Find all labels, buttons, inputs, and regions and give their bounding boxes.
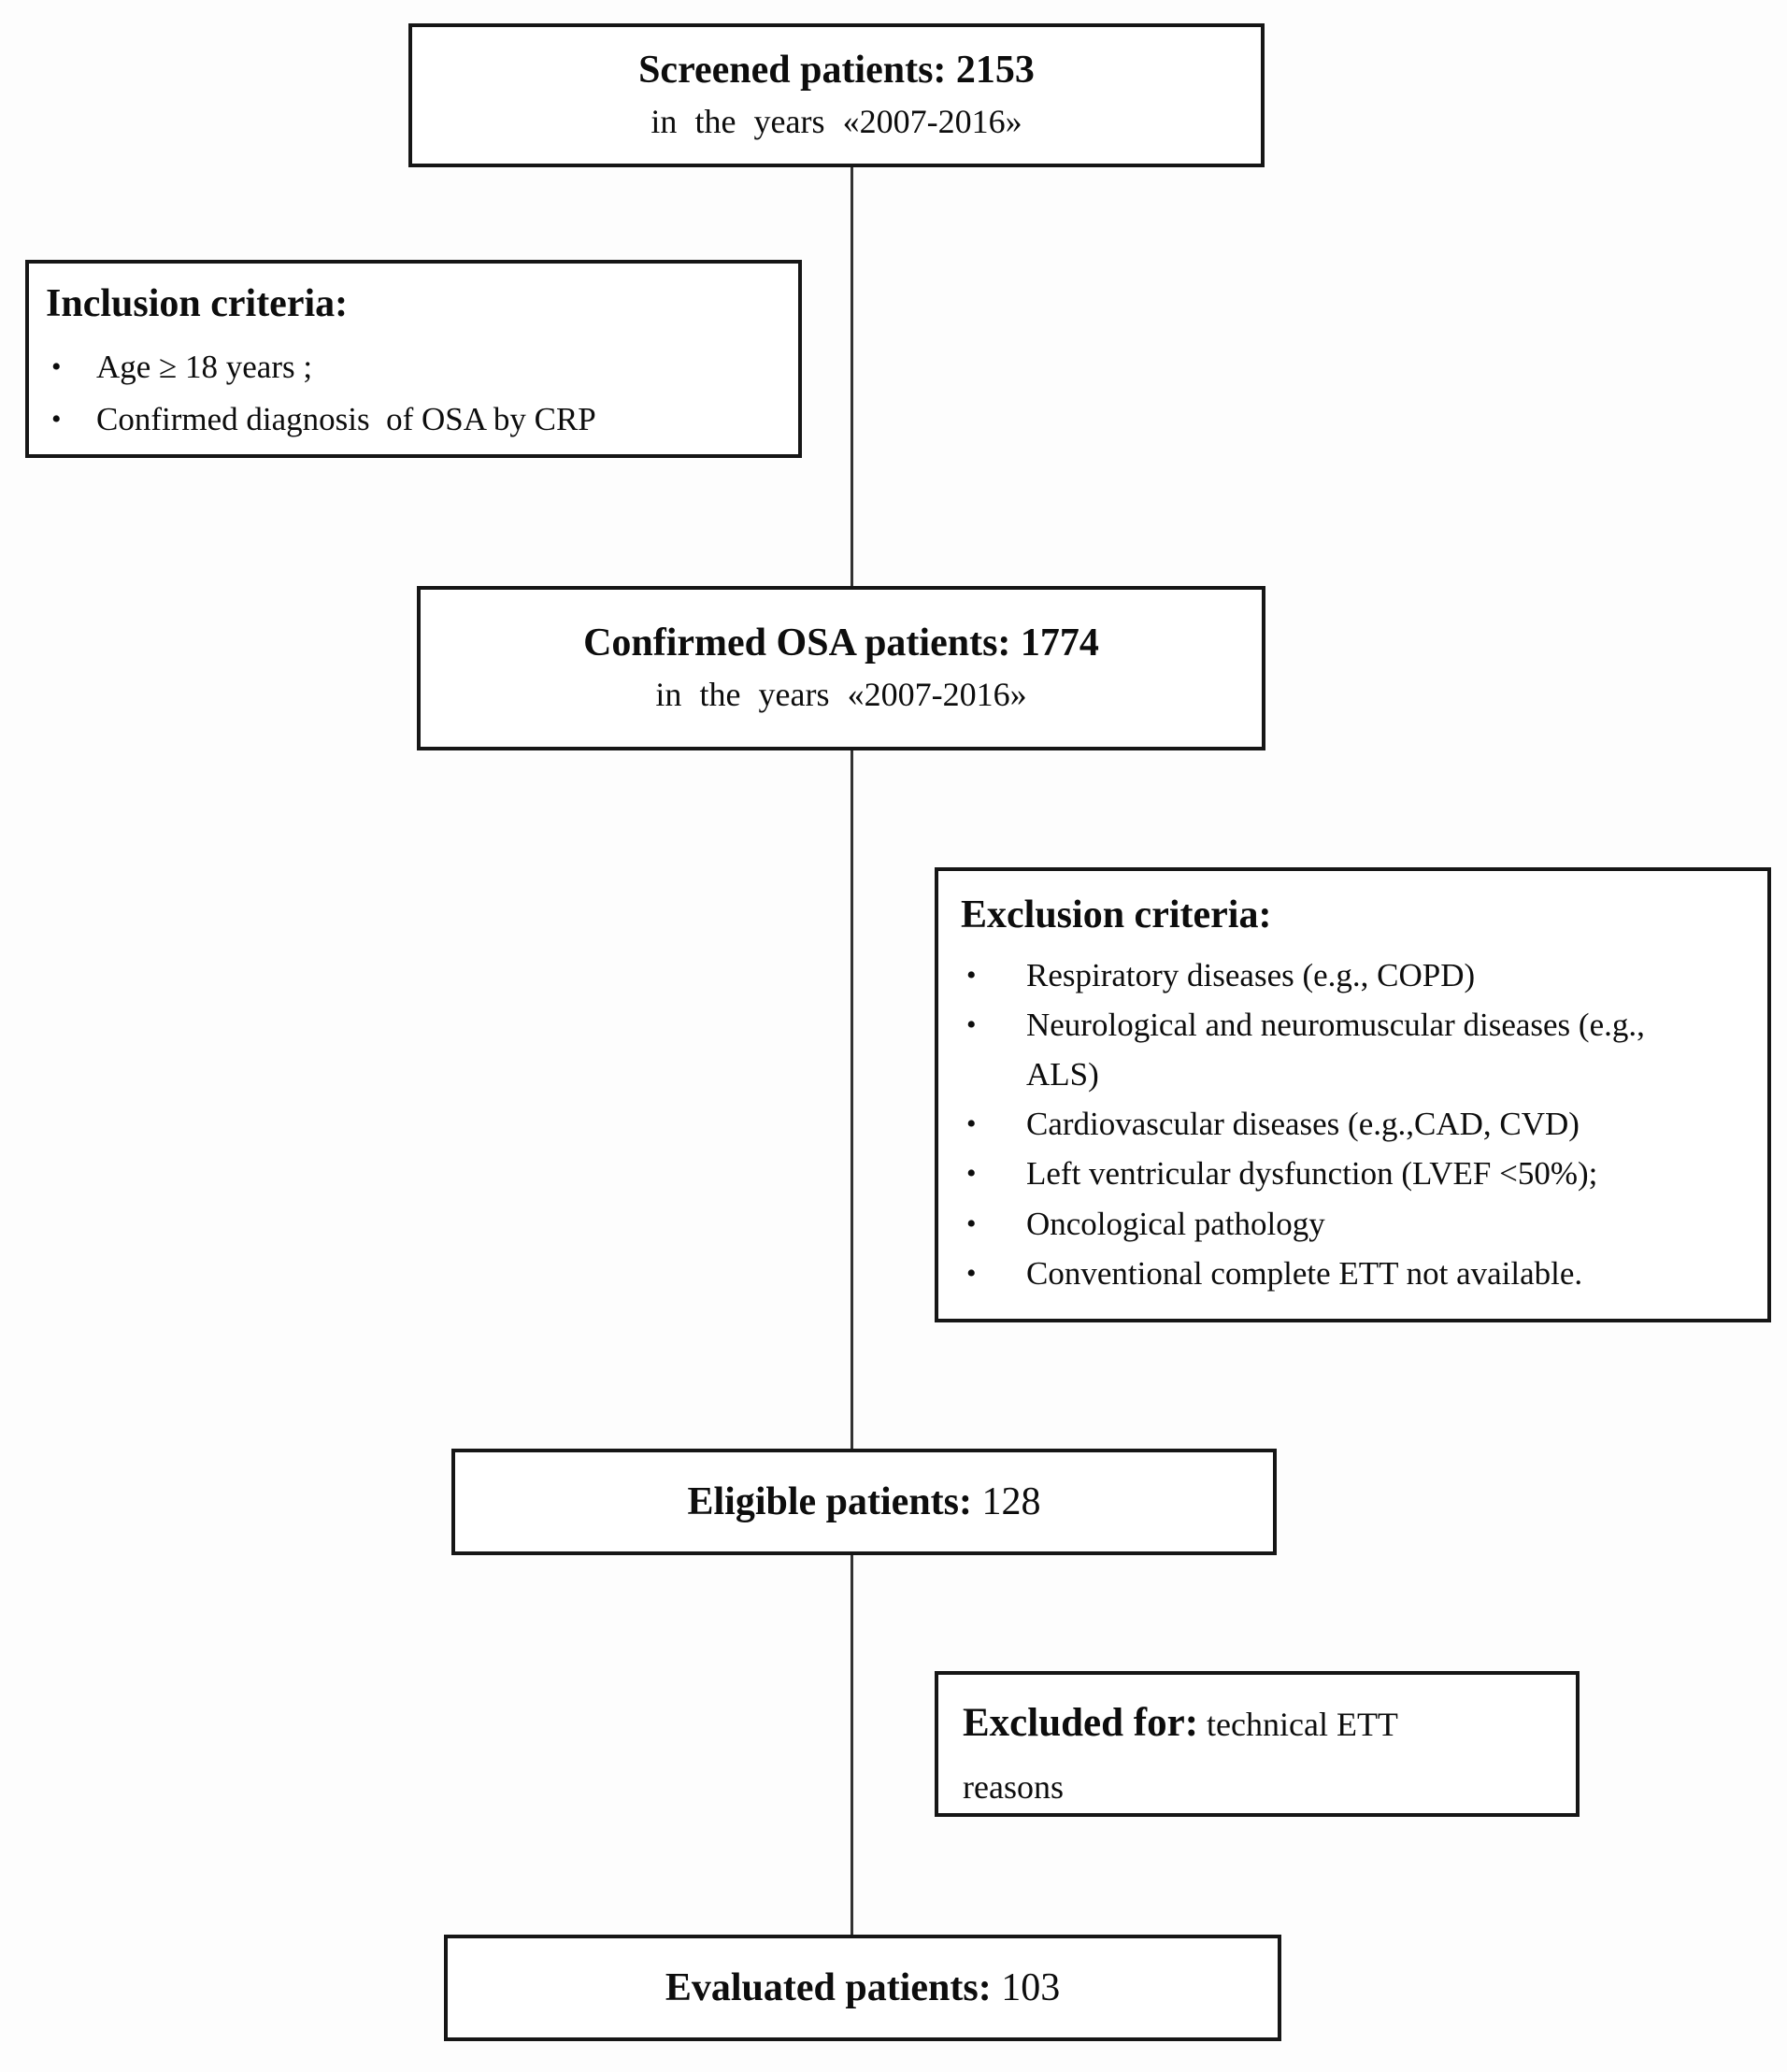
list-item-text: Age ≥ 18 years ; (96, 348, 313, 385)
list-item: • Conventional complete ETT not availabl… (961, 1249, 1743, 1298)
bullet-icon: • (966, 1108, 977, 1140)
evaluated-patients-box: Evaluated patients: 103 (444, 1935, 1281, 2041)
box-label: Evaluated patients (665, 1965, 979, 2009)
excluded-for-box: Excluded for: technical ETT reasons (935, 1671, 1580, 1817)
box-count: 103 (1001, 1965, 1061, 2009)
bullet-icon: • (966, 1207, 977, 1239)
list-item-text: Neurological and neuromuscular diseases … (1026, 1006, 1651, 1093)
box-separator: : (959, 1479, 982, 1523)
box-separator: : (978, 1965, 1002, 2009)
box-reason: technical ETT reasons (963, 1706, 1398, 1807)
confirmed-osa-patients-box: Confirmed OSA patients: 1774 in the year… (417, 586, 1265, 750)
list-item-text: Confirmed diagnosis of OSA by CRP (96, 400, 596, 437)
inclusion-criteria-box: Inclusion criteria: • Age ≥ 18 years ; •… (25, 260, 802, 458)
exclusion-criteria-box: Exclusion criteria: • Respiratory diseas… (935, 867, 1771, 1322)
panel-title: Exclusion criteria: (961, 893, 1272, 936)
box-subtitle: in the years «2007-2016» (655, 675, 1027, 713)
bullet-icon: • (51, 350, 62, 382)
box-title: Eligible patients: 128 (687, 1479, 1040, 1525)
box-label: Eligible patients (687, 1479, 960, 1523)
box-title: Evaluated patients: 103 (665, 1965, 1060, 2011)
screened-patients-box: Screened patients: 2153 in the years «20… (408, 23, 1265, 167)
list-item: • Neurological and neuromuscular disease… (961, 1000, 1743, 1099)
box-title: Confirmed OSA patients: 1774 (583, 622, 1099, 665)
bullet-icon: • (966, 1257, 977, 1289)
list-item-text: Oncological pathology (1026, 1205, 1325, 1242)
list-item: • Confirmed diagnosis of OSA by CRP (46, 393, 781, 446)
list-item-text: Cardiovascular diseases (e.g.,CAD, CVD) (1026, 1106, 1580, 1143)
eligible-patients-box: Eligible patients: 128 (451, 1449, 1277, 1555)
box-text: Excluded for: technical ETT reasons (963, 1688, 1488, 1817)
panel-title: Inclusion criteria: (46, 282, 349, 325)
list-item-text: Left ventricular dysfunction (LVEF <50%)… (1026, 1155, 1598, 1193)
list-item: • Oncological pathology (961, 1199, 1743, 1249)
list-item: • Respiratory diseases (e.g., COPD) (961, 950, 1743, 1000)
bullet-icon: • (966, 1158, 977, 1190)
box-subtitle: in the years «2007-2016» (650, 102, 1022, 140)
list-item: • Cardiovascular diseases (e.g.,CAD, CVD… (961, 1099, 1743, 1149)
list-item: • Age ≥ 18 years ; (46, 341, 781, 393)
bullet-icon: • (966, 959, 977, 991)
box-title: Screened patients: 2153 (638, 49, 1035, 93)
list-item-text: Conventional complete ETT not available. (1026, 1254, 1583, 1292)
list-item-text: Respiratory diseases (e.g., COPD) (1026, 956, 1476, 993)
box-label: Excluded for: (963, 1701, 1199, 1745)
list-item: • Left ventricular dysfunction (LVEF <50… (961, 1149, 1743, 1198)
bullet-icon: • (51, 403, 62, 435)
flow-connector-line (851, 166, 853, 1936)
bullet-icon: • (966, 1008, 977, 1040)
box-count: 128 (981, 1479, 1041, 1523)
